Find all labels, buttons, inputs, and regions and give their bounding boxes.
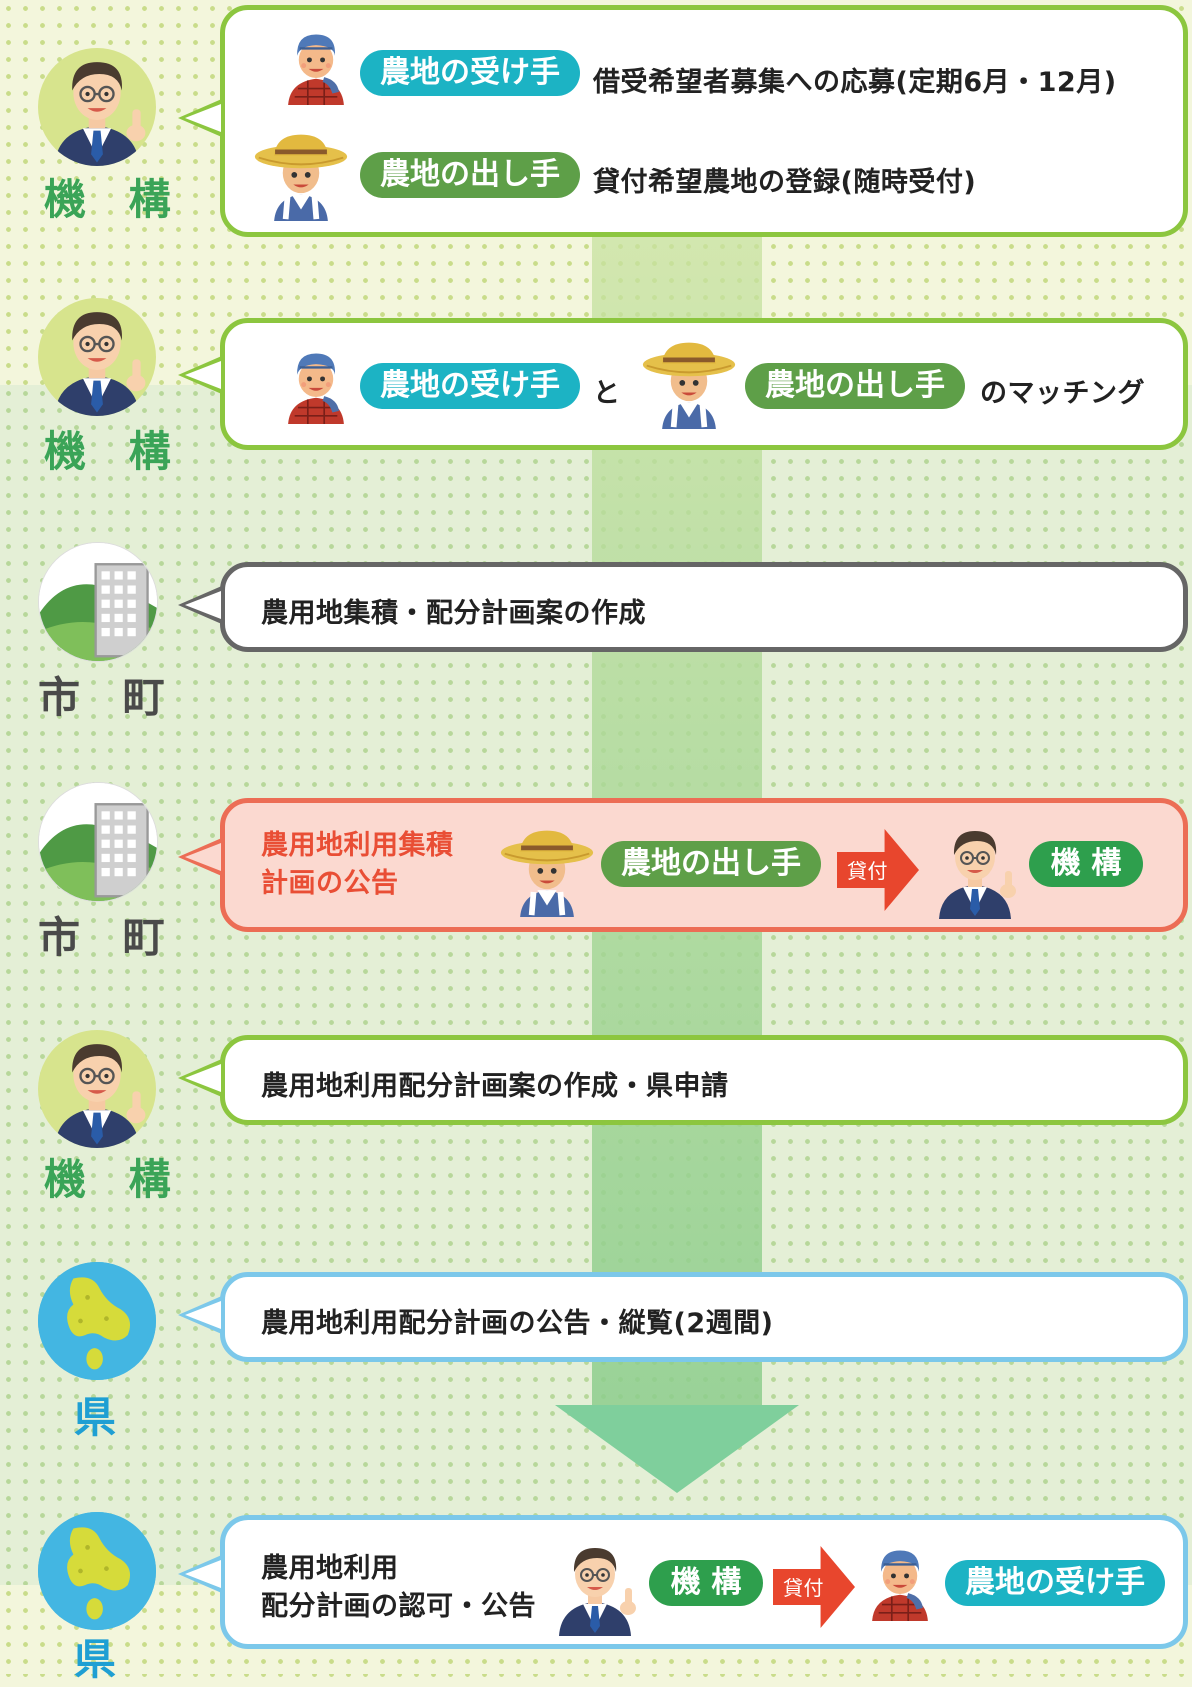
step-5-bubble: 農用地利用配分計画案の作成・県申請 bbox=[178, 1035, 1188, 1125]
town-hall-icon bbox=[39, 783, 157, 901]
farmer-straw-hat-icon bbox=[247, 125, 355, 221]
farmer-bandana-icon bbox=[859, 1534, 941, 1626]
official-avatar bbox=[38, 48, 156, 166]
step-3-text: 農用地集積・配分計画案の作成 bbox=[261, 598, 646, 629]
step-5-text: 農用地利用配分計画案の作成・県申請 bbox=[261, 1071, 729, 1102]
kikou-badge: 機 構 bbox=[1029, 841, 1143, 887]
step-7-bubble: 農用地利用 配分計画の認可・公告 機 構 貸付 農地の受け手 bbox=[178, 1515, 1188, 1649]
official-man-icon bbox=[925, 815, 1025, 923]
farmer-bandana-icon bbox=[275, 337, 357, 429]
and-text: と bbox=[593, 378, 621, 409]
matching-text: のマッチング bbox=[980, 378, 1145, 409]
actor-label: 機 構 bbox=[44, 1155, 185, 1204]
lend-label: 貸付 bbox=[783, 1576, 824, 1600]
step-4-bubble: 農用地利用集積 計画の公告 農地の出し手 貸付 機 構 bbox=[178, 798, 1188, 932]
receiver-badge: 農地の受け手 bbox=[360, 50, 580, 96]
flow-arrow-head bbox=[555, 1405, 799, 1493]
step-4-title-1: 農用地利用集積 bbox=[261, 830, 454, 861]
step-2-bubble: 農地の受け手 と 農地の出し手 のマッチング bbox=[178, 318, 1188, 450]
prefecture-avatar bbox=[38, 1512, 156, 1630]
official-man-icon bbox=[38, 48, 156, 166]
bubble-tail bbox=[178, 1554, 224, 1594]
town-hall-icon bbox=[39, 543, 157, 661]
official-man-icon bbox=[38, 298, 156, 416]
provider-badge: 農地の出し手 bbox=[360, 152, 580, 198]
provider-badge: 農地の出し手 bbox=[601, 841, 821, 887]
step-7-title-1: 農用地利用 bbox=[261, 1553, 399, 1584]
farmer-straw-hat-icon bbox=[635, 333, 743, 429]
actor-label: 市 町 bbox=[38, 673, 179, 722]
bubble-tail bbox=[178, 837, 224, 877]
receiver-badge: 農地の受け手 bbox=[945, 1560, 1165, 1606]
official-man-icon bbox=[545, 1532, 645, 1640]
kikou-badge: 機 構 bbox=[649, 1560, 763, 1606]
step-1-line-2: 貸付希望農地の登録(随時受付) bbox=[593, 167, 977, 198]
bubble-tail bbox=[178, 1295, 224, 1335]
official-avatar bbox=[38, 1030, 156, 1148]
bubble-tail bbox=[178, 1058, 224, 1098]
provider-badge: 農地の出し手 bbox=[745, 363, 965, 409]
step-1-bubble: 農地の受け手 借受希望者募集への応募(定期6月・12月) 農地の出し手 貸付希望… bbox=[178, 5, 1188, 237]
step-4-title-2: 計画の公告 bbox=[261, 868, 399, 899]
step-7-title-2: 配分計画の認可・公告 bbox=[261, 1591, 536, 1622]
farmer-straw-hat-icon bbox=[493, 821, 601, 917]
prefecture-avatar bbox=[38, 1262, 156, 1380]
actor-label: 機 構 bbox=[44, 427, 185, 476]
farmer-bandana-icon bbox=[275, 18, 357, 110]
official-man-icon bbox=[38, 1030, 156, 1148]
receiver-badge: 農地の受け手 bbox=[360, 363, 580, 409]
prefecture-map-icon bbox=[38, 1262, 156, 1380]
step-6-bubble: 農用地利用配分計画の公告・縦覧(2週間) bbox=[178, 1272, 1188, 1362]
town-avatar bbox=[38, 542, 158, 662]
prefecture-map-icon bbox=[38, 1512, 156, 1630]
actor-label: 県 bbox=[74, 1393, 131, 1442]
bubble-tail bbox=[178, 355, 224, 395]
bubble-tail bbox=[178, 585, 224, 625]
official-avatar bbox=[38, 298, 156, 416]
bubble-tail bbox=[178, 98, 224, 138]
step-6-text: 農用地利用配分計画の公告・縦覧(2週間) bbox=[261, 1308, 774, 1339]
step-1-line-1: 借受希望者募集への応募(定期6月・12月) bbox=[593, 67, 1117, 98]
actor-label: 機 構 bbox=[44, 175, 185, 224]
lend-label: 貸付 bbox=[847, 859, 888, 883]
actor-label: 市 町 bbox=[38, 913, 179, 962]
town-avatar bbox=[38, 782, 158, 902]
actor-label: 県 bbox=[74, 1635, 131, 1684]
step-3-bubble: 農用地集積・配分計画案の作成 bbox=[178, 562, 1188, 652]
